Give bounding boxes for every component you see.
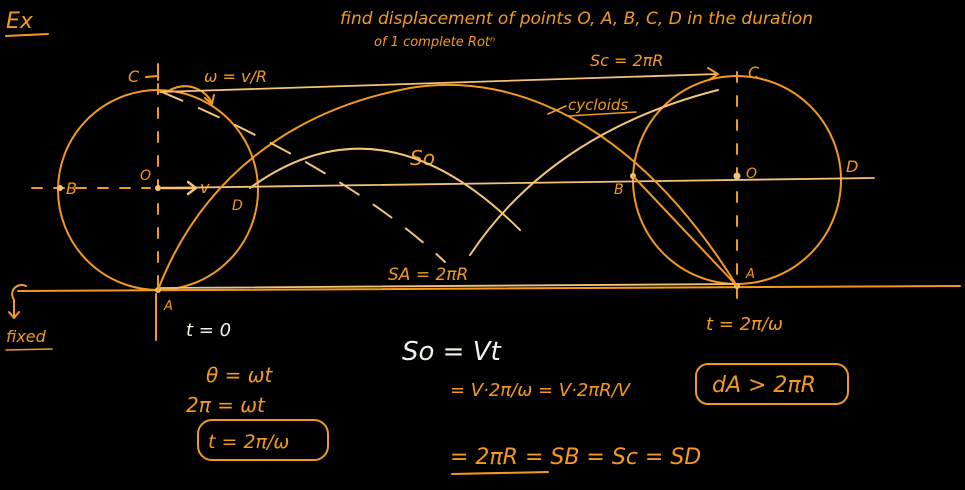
- left-c-label: C: [128, 67, 140, 86]
- right-center-dot: [733, 172, 741, 180]
- cycloid-of-c-dashed: [161, 91, 446, 263]
- omega-arc-arrow: [169, 85, 215, 105]
- t-result-box: [197, 419, 329, 461]
- t-end-label: t = 2π/ω: [706, 314, 783, 335]
- left-o-label: O: [140, 168, 151, 184]
- cycloids-underline: [567, 111, 637, 117]
- chord-to-a: [632, 175, 738, 287]
- example-tag: Ex: [6, 9, 34, 34]
- right-a-label: A: [745, 267, 755, 282]
- eq-two-pi: 2π = ωt: [186, 393, 266, 417]
- sc-label: Sc = 2πR: [590, 51, 663, 70]
- da-result-box: [695, 363, 849, 405]
- fixed-underline: [5, 348, 53, 351]
- cycloid-of-c-return: [469, 89, 719, 256]
- right-c-label: C: [748, 63, 760, 82]
- eq-so-3: = 2πR = SB = Sc = SD: [450, 445, 701, 470]
- eq-so-1: So = Vt: [402, 337, 502, 367]
- heading-line-2: of 1 complete Rotⁿ: [374, 35, 495, 50]
- cycloids-pointer: [547, 105, 567, 115]
- fixed-marker: [11, 284, 27, 301]
- cycloid-of-a: [157, 83, 738, 291]
- right-b-label: B: [614, 182, 624, 198]
- left-d-label: D: [232, 198, 243, 214]
- sc-arrowhead-icon: [707, 67, 719, 81]
- left-b-dot: [57, 185, 63, 191]
- fixed-label: fixed: [6, 327, 47, 346]
- right-d-label: D: [846, 157, 858, 176]
- so-arrow-line: [161, 177, 875, 189]
- eq-so-underline: [451, 471, 549, 475]
- heading-line-1: find displacement of points O, A, B, C, …: [340, 9, 813, 29]
- left-b-label: B: [66, 179, 77, 198]
- eq-so-2: = V·2π/ω = V·2πR/V: [450, 380, 632, 401]
- left-c-tick: [145, 63, 159, 81]
- left-a-label: A: [163, 299, 173, 314]
- eq-theta: θ = ωt: [206, 363, 273, 387]
- ground-line: [17, 285, 961, 292]
- right-o-label: O: [746, 166, 757, 182]
- fixed-arrow-icon: [8, 299, 20, 319]
- t0-label: t = 0: [186, 320, 231, 341]
- sc-arrow-line: [159, 73, 719, 93]
- left-center-dot: [155, 185, 161, 191]
- sa-arrow-line: [159, 283, 735, 289]
- eq-t-box: t = 2π/ω: [208, 431, 289, 453]
- omega-label: ω = v/R: [204, 67, 267, 86]
- sa-label: SA = 2πR: [388, 265, 468, 285]
- cycloid-of-b: [249, 147, 521, 231]
- cycloids-label: cycloids: [568, 96, 628, 114]
- eq-da-box: dA > 2πR: [712, 373, 816, 398]
- example-underline: [5, 33, 49, 37]
